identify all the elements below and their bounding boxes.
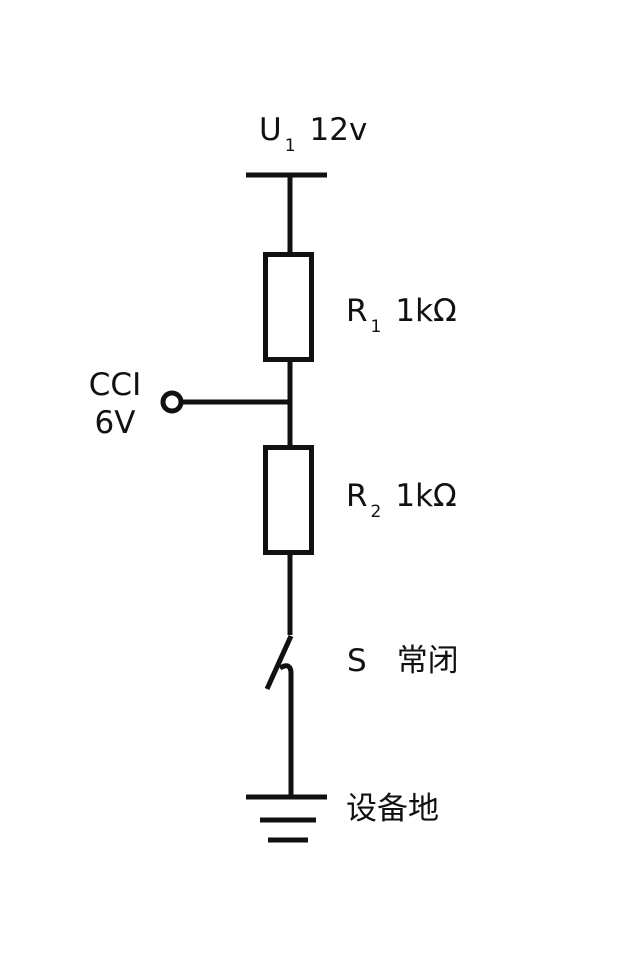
switch-state: 常闭 xyxy=(396,643,459,679)
supply-symbol: U xyxy=(259,112,282,148)
r2-symbol: R xyxy=(346,478,368,514)
r1-subscript: 1 xyxy=(370,317,382,337)
cci-terminal xyxy=(160,390,184,414)
switch-blade xyxy=(264,634,294,691)
supply-value: 12v xyxy=(309,112,368,148)
r2-value: 1kΩ xyxy=(395,478,457,514)
cci-value: 6V xyxy=(94,405,136,441)
switch-symbol: S xyxy=(347,643,367,679)
ground-label: 设备地 xyxy=(346,794,439,825)
switch-label: S 常闭 xyxy=(347,646,459,677)
r1-symbol: R xyxy=(346,293,368,329)
ground-text: 设备地 xyxy=(346,791,439,827)
resistor-r1 xyxy=(263,252,314,362)
resistor-r2 xyxy=(263,445,314,555)
r1-value: 1kΩ xyxy=(395,293,457,329)
cci-name: CCI xyxy=(88,367,142,403)
cci-label: CCI 6V xyxy=(80,366,150,442)
supply-subscript: 1 xyxy=(284,136,296,156)
switch-contact xyxy=(278,663,294,797)
r2-subscript: 2 xyxy=(370,502,382,522)
